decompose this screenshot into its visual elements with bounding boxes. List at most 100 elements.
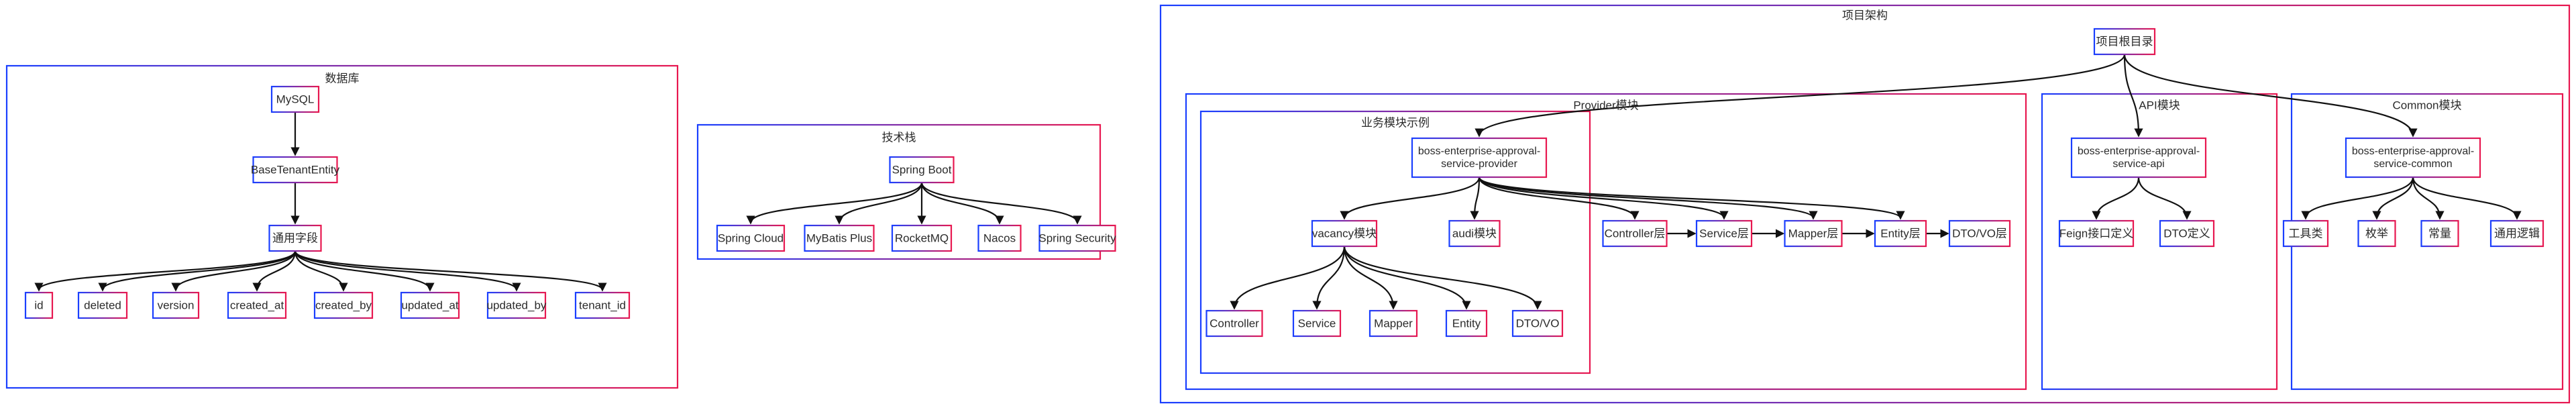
edge-api-to-feign <box>2092 176 2140 220</box>
node-b_service[interactable]: Service <box>1292 309 1342 338</box>
node-b_mapper[interactable]: Mapper <box>1368 309 1418 338</box>
node-label-f_created_by: created_by <box>315 299 372 311</box>
edge-springboot-to-springcloud <box>746 182 923 225</box>
node-f_tenant_id[interactable]: tenant_id <box>574 291 631 319</box>
node-label-l_controller: Controller层 <box>1605 227 1666 240</box>
node-l_service[interactable]: Service层 <box>1695 219 1753 248</box>
edge-springboot-to-mybatisplus <box>835 182 923 225</box>
node-baseentity[interactable]: BaseTenantEntity <box>251 156 340 184</box>
node-box-c_logic <box>2489 219 2544 248</box>
edge-provider-to-l_entity <box>1478 176 1905 220</box>
node-label-b_entity: Entity <box>1452 317 1481 329</box>
node-label-f_tenant_id: tenant_id <box>579 299 626 311</box>
nodes: MySQL BaseTenantEntity 通用字段 id deleted versio… <box>24 28 2544 338</box>
node-c_logic[interactable]: 通用逻辑 <box>2489 219 2544 248</box>
node-audi[interactable]: audi模块 <box>1448 219 1501 248</box>
node-l_entity[interactable]: Entity层 <box>1874 219 1927 248</box>
node-b_controller[interactable]: Controller <box>1205 309 1263 338</box>
node-dtodef[interactable]: DTO定义 <box>2159 219 2215 248</box>
edge-provider-to-l_mapper <box>1478 176 1818 220</box>
node-b_entity[interactable]: Entity <box>1445 309 1488 338</box>
node-box-nacos <box>977 224 1022 252</box>
edge-common-to-c_enum <box>2372 176 2414 220</box>
node-label-l_entity: Entity层 <box>1880 227 1921 240</box>
node-box-l_mapper <box>1784 219 1843 248</box>
node-f_version[interactable]: version <box>152 291 200 319</box>
edge-commonfld-to-f_version <box>171 250 297 292</box>
node-l_controller[interactable]: Controller层 <box>1602 219 1668 248</box>
edge-vacancy-to-b_controller <box>1230 246 1346 310</box>
node-label-common: boss-enterprise-approval- <box>2352 146 2474 157</box>
node-springcloud[interactable]: Spring Cloud <box>716 224 786 252</box>
node-box-b_service <box>1292 309 1342 338</box>
edge-vacancy-to-b_dtovo <box>1343 246 1542 310</box>
node-box-provider <box>1411 137 1548 178</box>
node-mysql[interactable]: MySQL <box>270 85 320 113</box>
node-box-vacancy <box>1311 219 1378 248</box>
edge-provider-to-audi <box>1470 176 1481 220</box>
node-box-springsec <box>1038 224 1116 252</box>
node-label-audi: audi模块 <box>1452 227 1497 240</box>
node-common[interactable]: boss-enterprise-approval-service-common <box>2345 137 2481 178</box>
node-f_updated_by[interactable]: updated_by <box>486 291 547 319</box>
cluster-label-cluster_provider: Provider模块 <box>1573 99 1638 111</box>
edge-api-to-dtodef <box>2137 176 2192 220</box>
node-box-l_entity <box>1874 219 1927 248</box>
node-box-l_service <box>1695 219 1753 248</box>
node-label-commonfld: 通用字段 <box>272 232 318 244</box>
node-root[interactable]: 项目根目录 <box>2093 28 2156 56</box>
node-rocketmq[interactable]: RocketMQ <box>891 224 953 252</box>
node-feign[interactable]: Feign接口定义 <box>2058 219 2135 248</box>
node-mybatisplus[interactable]: MyBatis Plus <box>804 224 875 252</box>
node-box-f_version <box>152 291 200 319</box>
node-box-root <box>2093 28 2156 56</box>
node-springboot[interactable]: Spring Boot <box>889 156 955 184</box>
edge-common-to-c_const <box>2412 176 2445 220</box>
node-label-f_created_at: created_at <box>230 299 284 311</box>
node-l_mapper[interactable]: Mapper层 <box>1784 219 1843 248</box>
edge-root-to-api <box>2123 54 2143 138</box>
node-label-feign: Feign接口定义 <box>2059 227 2134 240</box>
node-label-c_enum: 枚举 <box>2365 227 2388 240</box>
edge-commonfld-to-f_created_by <box>294 250 348 292</box>
node-provider[interactable]: boss-enterprise-approval-service-provide… <box>1411 137 1548 178</box>
node-box-f_id <box>24 291 54 319</box>
node-box-f_tenant_id <box>574 291 631 319</box>
node-label-mysql: MySQL <box>276 93 315 105</box>
node-label-l_mapper: Mapper层 <box>1788 227 1839 240</box>
node-f_created_by[interactable]: created_by <box>313 291 374 319</box>
node-c_util[interactable]: 工具类 <box>2282 219 2329 248</box>
edge-common-to-c_logic <box>2412 176 2522 220</box>
node-label-f_updated_at: updated_at <box>401 299 458 311</box>
node-api[interactable]: boss-enterprise-approval-service-api <box>2070 137 2207 178</box>
node-f_updated_at[interactable]: updated_at <box>400 291 460 319</box>
cluster-label-cluster_tech: 技术栈 <box>882 131 916 144</box>
edge-provider-to-l_controller <box>1478 176 1640 220</box>
node-label-api: boss-enterprise-approval- <box>2078 146 2200 157</box>
node-b_dtovo[interactable]: DTO/VO <box>1511 309 1564 338</box>
cluster-label-cluster_api: API模块 <box>2139 99 2180 111</box>
node-box-mysql <box>270 85 320 113</box>
node-l_dtovo[interactable]: DTO/VO层 <box>1948 219 2011 248</box>
node-f_id[interactable]: id <box>24 291 54 319</box>
edge-vacancy-to-b_mapper <box>1343 246 1398 310</box>
edge-provider-to-vacancy <box>1340 176 1481 220</box>
node-f_deleted[interactable]: deleted <box>77 291 128 319</box>
edge-vacancy-to-b_service <box>1312 246 1346 310</box>
node-label-baseentity: BaseTenantEntity <box>251 163 340 176</box>
edge-vacancy-to-b_entity <box>1343 246 1471 310</box>
node-c_enum[interactable]: 枚举 <box>2357 219 2396 248</box>
node-label-f_deleted: deleted <box>84 299 121 311</box>
node-vacancy[interactable]: vacancy模块 <box>1311 219 1378 248</box>
node-box-dtodef <box>2159 219 2215 248</box>
node-nacos[interactable]: Nacos <box>977 224 1022 252</box>
node-box-f_updated_by <box>486 291 547 319</box>
node-label-l_dtovo: DTO/VO层 <box>1952 227 2007 240</box>
node-box-common <box>2345 137 2481 178</box>
node-box-b_entity <box>1445 309 1488 338</box>
node-f_created_at[interactable]: created_at <box>227 291 287 319</box>
node-commonfld[interactable]: 通用字段 <box>268 224 322 252</box>
node-springsec[interactable]: Spring Security <box>1038 224 1116 252</box>
node-label-nacos: Nacos <box>983 232 1016 244</box>
node-c_const[interactable]: 常量 <box>2420 219 2459 248</box>
